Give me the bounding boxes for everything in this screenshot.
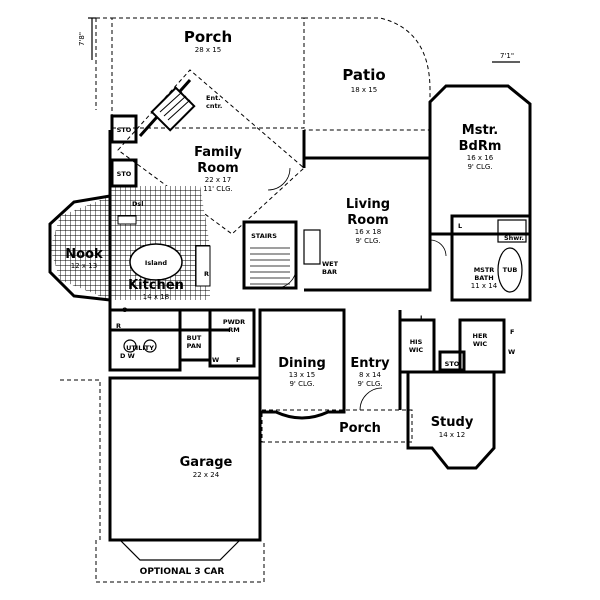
garage-size: 22 x 24 <box>193 471 220 479</box>
garage-name: Garage <box>180 455 233 470</box>
sto-closet-1 <box>110 114 138 144</box>
dining-size: 13 x 15 <box>289 371 315 379</box>
study-size: 14 x 12 <box>439 431 465 439</box>
sto-label-1: STO <box>117 126 132 134</box>
living-room-name-2: Room <box>347 213 388 228</box>
her-wic-label-1: HER <box>473 332 488 340</box>
garage-walls <box>108 376 262 542</box>
wet-bar-label-1: WET <box>322 260 339 268</box>
tub-label: TUB <box>503 266 518 274</box>
wet-bar-label-2: BAR <box>322 268 337 276</box>
powder-label-1: PWDR <box>223 318 245 326</box>
his-wic-label-1: HIS <box>410 338 423 346</box>
study-walls <box>406 370 496 470</box>
sto-closet-2 <box>110 158 138 188</box>
utility-room <box>108 308 182 372</box>
powder-label-2: RM <box>228 326 239 334</box>
powder-room <box>208 308 256 368</box>
kitchen-range <box>195 245 211 287</box>
desk-label: Dsl <box>132 200 144 208</box>
kitchen-name: Kitchen <box>128 278 184 293</box>
washer-label-1: W <box>212 356 219 364</box>
entry-size: 8 x 14 <box>359 371 382 379</box>
shower-label: Shwr. <box>504 234 524 242</box>
kitchen-island <box>129 243 183 281</box>
family-room-name-1: Family <box>194 145 242 160</box>
nook-size: 12 x 13 <box>71 262 97 270</box>
family-room-name-2: Room <box>197 161 238 176</box>
stairs <box>242 220 298 290</box>
kitchen-counter <box>117 215 137 225</box>
dishwasher-label: D W <box>120 352 135 360</box>
porch-top-name: Porch <box>184 28 232 46</box>
living-room-size: 16 x 18 <box>355 228 381 236</box>
kitchen-size: 14 x 18 <box>143 293 169 301</box>
master-bath-walls <box>450 214 532 302</box>
linen-label-1: L <box>458 222 462 230</box>
family-room-size: 22 x 17 <box>205 176 231 184</box>
nook-name: Nook <box>65 247 103 262</box>
sto-label-3: STO <box>445 360 460 368</box>
fireplace-icon <box>150 86 196 132</box>
butler-pantry-label-2: PAN <box>187 342 202 350</box>
garage-optional-outline <box>95 540 265 583</box>
porch-top-outline <box>111 17 305 129</box>
entry-ceiling: 9' CLG. <box>357 380 382 388</box>
master-bedroom-name-2: BdRm <box>459 139 502 154</box>
svg-text:7'8": 7'8" <box>78 32 86 46</box>
porch-top-size: 28 x 15 <box>195 46 221 54</box>
wet-bar <box>303 229 321 265</box>
range-label: R <box>204 270 209 278</box>
optional-garage-label: OPTIONAL 3 CAR <box>140 567 225 577</box>
ent-center-label-2: cntr. <box>206 102 222 110</box>
master-bath-size: 11 x 14 <box>471 282 498 290</box>
right-offset-dimension: 7'1" <box>492 52 520 63</box>
front-porch-name: Porch <box>339 421 381 436</box>
living-room-ceiling: 9' CLG. <box>355 237 380 245</box>
ent-center-label-1: Ent. <box>206 94 221 102</box>
living-room-walls <box>304 156 432 292</box>
refrigerator-label: R <box>116 322 121 330</box>
island-label: Island <box>145 259 168 267</box>
dining-room-walls <box>258 308 346 420</box>
linen-label-2: L <box>420 314 424 322</box>
furnace-label-1: F <box>236 356 240 364</box>
furnace-label-2: F <box>510 328 514 336</box>
master-bath-name-2: BATH <box>474 274 493 282</box>
washer-label-2: W <box>508 348 515 356</box>
porch-depth-dimension: 7'8" <box>78 17 96 60</box>
oven-label: O <box>122 306 128 314</box>
butler-pantry-label-1: BUT <box>187 334 202 342</box>
patio-outline <box>304 17 431 131</box>
master-bath-name-1: MSTR <box>474 266 495 274</box>
svg-text:7'1": 7'1" <box>500 52 514 60</box>
nook-walls <box>48 194 111 302</box>
sto-closet-3 <box>438 350 466 372</box>
dining-ceiling: 9' CLG. <box>289 380 314 388</box>
his-wic-label-2: WIC <box>409 346 424 354</box>
master-bedroom-size: 16 x 16 <box>467 154 494 162</box>
family-room-ceiling: 11' CLG. <box>203 185 233 193</box>
tub <box>497 247 523 293</box>
sto-label-2: STO <box>117 170 132 178</box>
entry-name: Entry <box>350 356 390 371</box>
dining-name: Dining <box>278 356 326 371</box>
study-name: Study <box>431 415 474 430</box>
patio-size: 18 x 15 <box>351 86 377 94</box>
stairs-label: STAIRS <box>251 232 277 240</box>
master-bedroom-ceiling: 9' CLG. <box>467 163 492 171</box>
her-wic-label-2: WIC <box>473 340 488 348</box>
master-bedroom-name-1: Mstr. <box>462 123 498 138</box>
living-room-name-1: Living <box>346 197 390 212</box>
patio-name: Patio <box>342 66 385 84</box>
shower <box>497 219 527 243</box>
utility-label: UTILITY <box>126 344 154 352</box>
